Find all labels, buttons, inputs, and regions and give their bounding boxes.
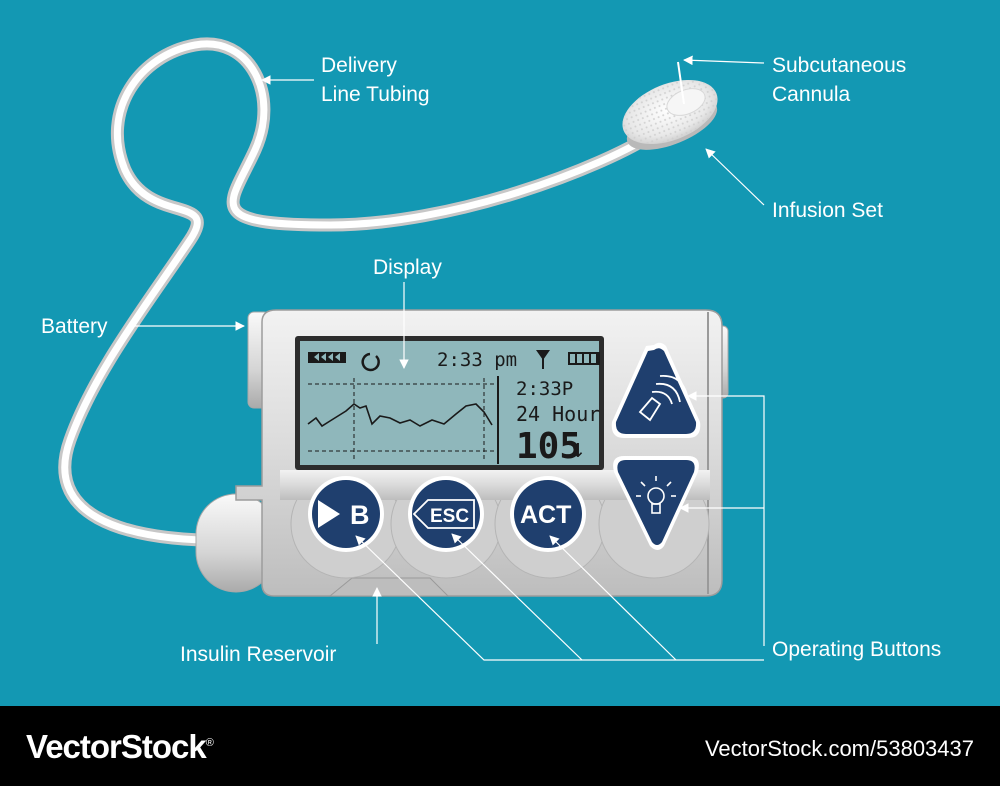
- brand-name: VectorStock: [26, 728, 207, 765]
- act-button[interactable]: ACT: [510, 476, 586, 552]
- play-icon: [318, 500, 340, 528]
- lightbulb-icon: [636, 476, 676, 514]
- label-delivery-line-2: Line Tubing: [321, 83, 430, 106]
- label-display: Display: [373, 256, 442, 279]
- display-screen: 2:33 pm 2:33P 24 Hour 105 ↓: [295, 336, 604, 470]
- delivery-line-tubing: [58, 37, 667, 547]
- battery-icon: [568, 352, 600, 365]
- watermark-footer: VectorStock® VectorStock.com/53803437: [0, 706, 1000, 786]
- insulin-reservoir-window: [328, 577, 450, 597]
- label-delivery-line: Delivery: [321, 54, 397, 77]
- label-battery: Battery: [41, 315, 108, 338]
- label-operating-buttons: Operating Buttons: [772, 638, 941, 661]
- brand-logo: VectorStock®: [26, 728, 214, 766]
- signal-icon: [536, 350, 550, 369]
- glucose-trend-arrow: ↓: [570, 434, 586, 464]
- reservoir-level-icon: [308, 352, 346, 363]
- back-arrow-icon: [412, 499, 475, 529]
- label-subcutaneous-cannula-2: Cannula: [772, 83, 851, 106]
- subcutaneous-cannula: [677, 61, 685, 105]
- brand-mark: ®: [205, 737, 214, 749]
- esc-button[interactable]: ESC: [408, 476, 484, 552]
- esc-button-label: ESC: [430, 506, 469, 527]
- act-button-label: ACT: [520, 501, 571, 529]
- label-subcutaneous-cannula: Subcutaneous: [772, 54, 906, 77]
- leader-lines: [128, 55, 765, 661]
- glucose-trend-graph: [307, 376, 499, 464]
- screen-time: 2:33 pm: [437, 349, 517, 371]
- screen-period: 24 Hour: [516, 402, 600, 426]
- stock-id: VectorStock.com/53803437: [704, 736, 974, 761]
- label-insulin-reservoir: Insulin Reservoir: [180, 643, 336, 666]
- b-button[interactable]: B: [308, 476, 384, 552]
- label-infusion-set: Infusion Set: [772, 199, 883, 222]
- glucose-value: 105: [516, 426, 581, 467]
- b-button-label: B: [350, 500, 370, 530]
- sound-button[interactable]: [611, 342, 701, 438]
- infusion-set: [622, 79, 718, 150]
- light-button[interactable]: [613, 456, 699, 550]
- screen-time-short: 2:33P: [516, 378, 573, 400]
- refresh-icon: [361, 352, 380, 372]
